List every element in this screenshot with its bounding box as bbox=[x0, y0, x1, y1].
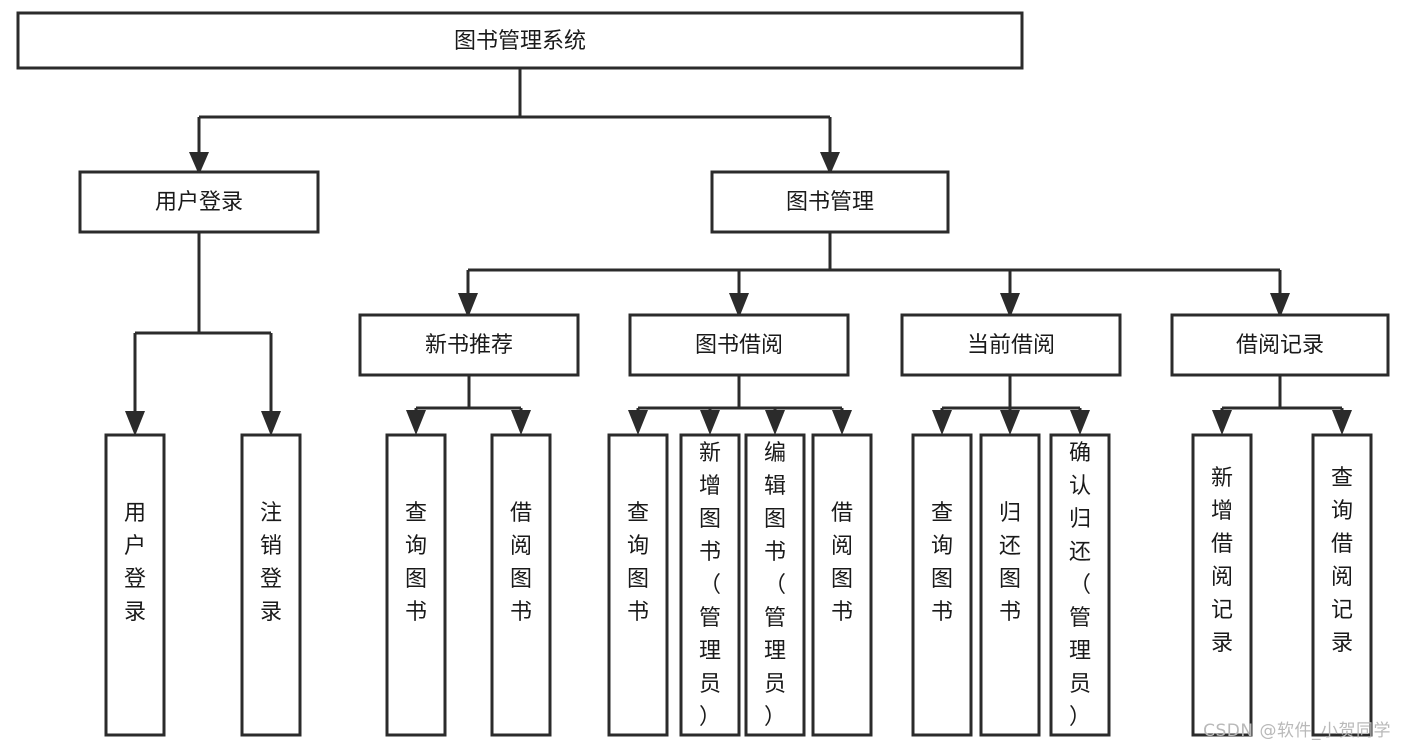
connector-group-bookmgmt bbox=[458, 232, 1290, 318]
node-leaf-user-login-box[interactable] bbox=[104, 433, 166, 737]
arrow-record-leaf-2 bbox=[1332, 410, 1352, 435]
connector-group-record bbox=[1212, 375, 1352, 435]
node-leaf-return-book[interactable]: 归还图书 bbox=[979, 433, 1041, 737]
node-leaf-add-borrow-record-label: 新增借阅记录 bbox=[1211, 466, 1233, 656]
node-leaf-query-borrow-record[interactable]: 查询借阅记录 bbox=[1311, 433, 1373, 737]
arrow-login-leaf-2 bbox=[261, 411, 281, 436]
node-book-borrow-label: 图书借阅 bbox=[695, 333, 783, 358]
node-borrow-record-label: 借阅记录 bbox=[1236, 333, 1324, 358]
node-leaf-add-book-label: 新增图书（管理员） bbox=[699, 441, 721, 730]
arrow-bookmgmt-to-new bbox=[458, 293, 478, 318]
node-leaf-edit-book-box[interactable] bbox=[744, 433, 806, 737]
node-book-borrow-box[interactable] bbox=[628, 313, 850, 377]
node-root-box[interactable] bbox=[16, 11, 1024, 70]
arrow-bookmgmt-to-borrow bbox=[729, 293, 749, 318]
arrow-login-leaf-1 bbox=[125, 411, 145, 436]
node-new-book-recommend-label: 新书推荐 bbox=[425, 333, 513, 358]
node-leaf-borrow-book-new[interactable]: 借阅图书 bbox=[490, 433, 552, 737]
arrow-borrow-leaf-4 bbox=[832, 410, 852, 435]
connector-group-borrow bbox=[628, 375, 852, 435]
arrow-bookmgmt-to-current bbox=[1000, 293, 1020, 318]
arrow-new-leaf-2 bbox=[511, 410, 531, 435]
node-current-borrow-box[interactable] bbox=[900, 313, 1122, 377]
node-leaf-edit-book[interactable]: 编辑图书（管理员） bbox=[744, 433, 806, 737]
node-leaf-logout-box[interactable] bbox=[240, 433, 302, 737]
node-book-management-label: 图书管理 bbox=[786, 190, 874, 215]
node-root-label: 图书管理系统 bbox=[454, 29, 586, 54]
node-book-borrow[interactable]: 图书借阅 bbox=[628, 313, 850, 377]
node-borrow-record[interactable]: 借阅记录 bbox=[1170, 313, 1390, 377]
node-leaf-return-book-box[interactable] bbox=[979, 433, 1041, 737]
node-leaf-borrow-book-label: 借阅图书 bbox=[831, 501, 853, 625]
node-leaf-borrow-book-new-label: 借阅图书 bbox=[510, 501, 532, 625]
arrow-root-to-login bbox=[189, 152, 209, 175]
arrow-new-leaf-1 bbox=[406, 410, 426, 435]
node-current-borrow[interactable]: 当前借阅 bbox=[900, 313, 1122, 377]
node-leaf-user-login[interactable]: 用户登录 bbox=[104, 433, 166, 737]
node-leaf-query-borrow-record-label: 查询借阅记录 bbox=[1331, 466, 1353, 656]
node-leaf-add-borrow-record[interactable]: 新增借阅记录 bbox=[1191, 433, 1253, 737]
node-user-login-label: 用户登录 bbox=[155, 190, 243, 215]
node-borrow-record-box[interactable] bbox=[1170, 313, 1390, 377]
node-user-login[interactable]: 用户登录 bbox=[78, 170, 320, 234]
node-new-book-recommend-box[interactable] bbox=[358, 313, 580, 377]
node-leaf-borrow-book-box[interactable] bbox=[811, 433, 873, 737]
node-leaf-query-borrow-record-box[interactable] bbox=[1311, 433, 1373, 737]
connector-group-login bbox=[125, 232, 281, 436]
node-leaf-query-book-current-box[interactable] bbox=[911, 433, 973, 737]
arrow-borrow-leaf-3 bbox=[765, 410, 785, 435]
node-leaf-query-book-new[interactable]: 查询图书 bbox=[385, 433, 447, 737]
arrow-record-leaf-1 bbox=[1212, 410, 1232, 435]
node-leaf-return-book-label: 归还图书 bbox=[999, 501, 1021, 625]
node-user-login-box[interactable] bbox=[78, 170, 320, 234]
node-leaf-borrow-book[interactable]: 借阅图书 bbox=[811, 433, 873, 737]
node-leaf-query-book-current[interactable]: 查询图书 bbox=[911, 433, 973, 737]
node-book-management[interactable]: 图书管理 bbox=[710, 170, 950, 234]
node-leaf-add-book-box[interactable] bbox=[679, 433, 741, 737]
node-leaf-query-book-new-label: 查询图书 bbox=[405, 501, 427, 625]
arrow-borrow-leaf-1 bbox=[628, 410, 648, 435]
node-leaf-logout[interactable]: 注销登录 bbox=[240, 433, 302, 737]
connector-group-new bbox=[406, 375, 531, 435]
node-leaf-confirm-return[interactable]: 确认归还（管理员） bbox=[1049, 433, 1111, 737]
node-leaf-query-book-borrow-box[interactable] bbox=[607, 433, 669, 737]
arrow-bookmgmt-to-record bbox=[1270, 293, 1290, 318]
node-current-borrow-label: 当前借阅 bbox=[967, 333, 1055, 358]
node-leaf-add-borrow-record-box[interactable] bbox=[1191, 433, 1253, 737]
node-new-book-recommend[interactable]: 新书推荐 bbox=[358, 313, 580, 377]
arrow-current-leaf-2 bbox=[1000, 410, 1020, 435]
node-leaf-confirm-return-label: 确认归还（管理员） bbox=[1069, 441, 1091, 730]
node-leaf-query-book-current-label: 查询图书 bbox=[931, 501, 953, 625]
node-leaf-query-book-borrow-label: 查询图书 bbox=[627, 501, 649, 625]
connector-group-root bbox=[189, 68, 840, 175]
node-leaf-user-login-label: 用户登录 bbox=[124, 501, 146, 625]
arrow-current-leaf-3 bbox=[1070, 410, 1090, 435]
node-leaf-confirm-return-box[interactable] bbox=[1049, 433, 1111, 737]
node-leaf-logout-label: 注销登录 bbox=[260, 501, 282, 625]
arrow-borrow-leaf-2 bbox=[700, 410, 720, 435]
node-leaf-query-book-new-box[interactable] bbox=[385, 433, 447, 737]
arrow-current-leaf-1 bbox=[932, 410, 952, 435]
node-leaf-add-book[interactable]: 新增图书（管理员） bbox=[679, 433, 741, 737]
node-leaf-borrow-book-new-box[interactable] bbox=[490, 433, 552, 737]
node-book-management-box[interactable] bbox=[710, 170, 950, 234]
connector-group-current bbox=[932, 375, 1090, 435]
node-leaf-edit-book-label: 编辑图书（管理员） bbox=[764, 441, 786, 730]
node-leaf-query-book-borrow[interactable]: 查询图书 bbox=[607, 433, 669, 737]
node-root[interactable]: 图书管理系统 bbox=[16, 11, 1024, 70]
arrow-root-to-bookmgmt bbox=[820, 152, 840, 175]
